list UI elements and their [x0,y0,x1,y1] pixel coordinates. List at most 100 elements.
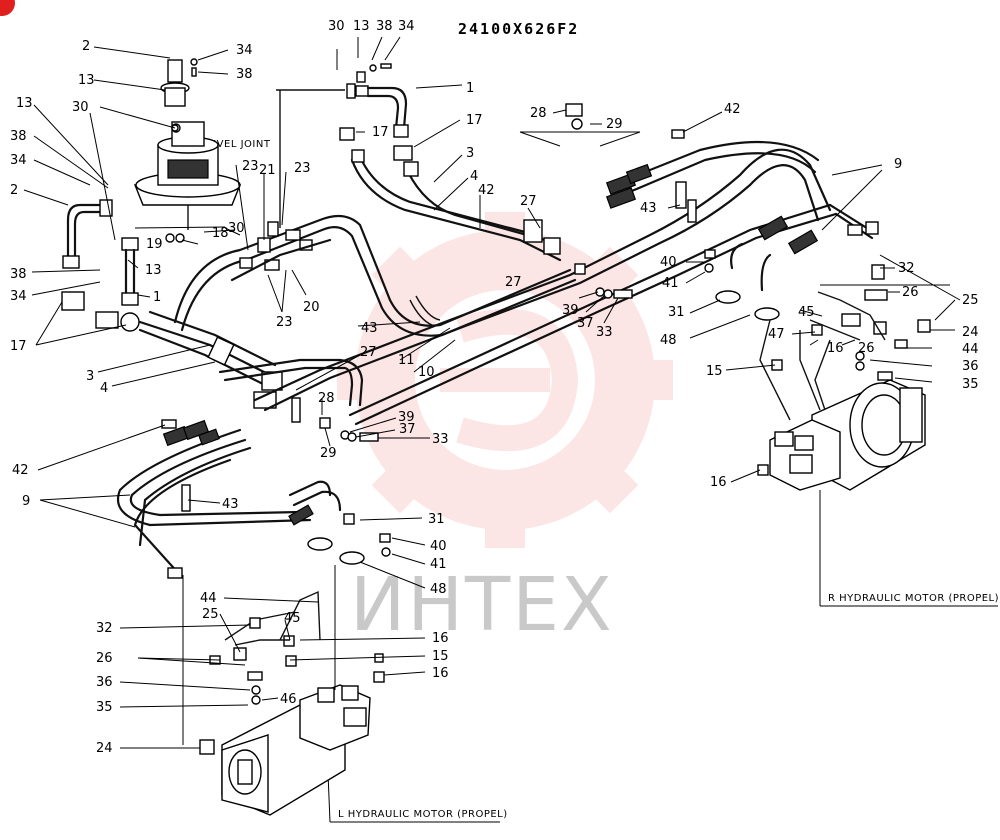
callout-25: 25 [202,607,219,622]
callout-15: 15 [706,364,723,379]
right-fittings-cluster [771,254,961,381]
center-hoses-3-4 [339,127,562,262]
callout-32: 32 [96,621,113,636]
center-pipes-10-11 [218,295,441,407]
right-couplings [605,163,879,292]
callout-26: 26 [96,651,113,666]
callout-3: 3 [466,146,474,161]
callout-43: 43 [361,321,378,336]
lower-center-bolts [291,397,379,442]
callout-43: 43 [222,497,239,512]
callout-26: 26 [902,285,919,300]
callout-16: 16 [710,475,727,490]
left-elbow-hose [62,199,113,269]
callout-39: 39 [562,303,579,318]
callout-28: 28 [318,391,335,406]
callout-24: 24 [96,741,113,756]
callout-36: 36 [962,359,979,374]
callout-23: 23 [276,315,293,330]
l-motor-label: L HYDRAULIC MOTOR (PROPEL) [338,809,508,820]
callout-13: 13 [145,263,162,278]
swivel-joint [133,121,242,230]
left-couplings [161,419,355,579]
callout-9: 9 [22,494,30,509]
callout-24: 24 [962,325,979,340]
watermark-text: ИНТЕХ [350,562,614,648]
callout-4: 4 [100,381,108,396]
callout-48: 48 [430,582,447,597]
callout-1: 1 [153,290,161,305]
callout-44: 44 [200,591,217,606]
callout-13: 13 [16,96,33,111]
center-left-fittings [165,221,332,282]
callout-15: 15 [432,649,449,664]
callout-18: 18 [212,226,229,241]
callout-29: 29 [606,117,623,132]
right-clamps [671,129,697,223]
callout-33: 33 [596,325,613,340]
left-fittings-17 [61,291,140,332]
top-center-fittings [346,63,409,138]
callout-36: 36 [96,675,113,690]
callout-21: 21 [259,163,276,178]
callout-32: 32 [898,261,915,276]
callout-17: 17 [466,113,483,128]
callout-44: 44 [962,342,979,357]
callout-29: 29 [320,446,337,461]
callout-39: 39 [398,410,415,425]
callout-1: 1 [466,81,474,96]
callout-27: 27 [505,275,522,290]
callout-9: 9 [894,157,902,172]
callout-16: 16 [432,631,449,646]
callout-31: 31 [428,512,445,527]
callout-34: 34 [398,19,415,34]
callout-38: 38 [10,267,27,282]
callout-45: 45 [798,305,815,320]
swivel-joint-label: SWIVEL JOINT [196,139,271,150]
callout-30: 30 [328,19,345,34]
leader-lines [23,36,956,749]
callout-43: 43 [640,201,657,216]
callout-16: 16 [432,666,449,681]
callout-17: 17 [372,125,389,140]
callout-37: 37 [577,316,594,331]
callout-27: 27 [520,194,537,209]
callout-27: 27 [360,345,377,360]
callout-3: 3 [86,369,94,384]
callout-28: 28 [530,106,547,121]
callout-40: 40 [660,255,677,270]
callout-35: 35 [962,377,979,392]
center-clamp [519,103,641,299]
callout-41: 41 [662,276,679,291]
callout-48: 48 [660,333,677,348]
callout-42: 42 [12,463,29,478]
right-hydraulic-motor [757,319,926,491]
callout-11: 11 [398,353,415,368]
flange-plates [307,249,780,565]
callout-17: 17 [10,339,27,354]
callout-47: 47 [768,327,785,342]
drawing-code: 24100X626F2 [458,20,579,38]
callout-40: 40 [430,539,447,554]
callout-38: 38 [376,19,393,34]
swivel-top-fittings [160,58,198,132]
callout-26: 26 [858,341,875,356]
callout-25: 25 [962,293,979,308]
callout-34: 34 [10,289,27,304]
callout-31: 31 [668,305,685,320]
callout-2: 2 [82,39,90,54]
callout-30: 30 [228,221,245,236]
callout-4: 4 [470,169,478,184]
callout-23: 23 [294,161,311,176]
callout-2: 2 [10,183,18,198]
corner-badge [0,0,15,16]
callout-16: 16 [827,341,844,356]
callout-46: 46 [280,692,297,707]
callout-34: 34 [236,43,253,58]
left-hose-bundle [138,310,283,409]
callout-35: 35 [96,700,113,715]
callout-numbers: 2 34 13 38 30 13 38 34 2 30 13 38 34 1 1… [10,19,979,756]
callout-30: 30 [72,100,89,115]
